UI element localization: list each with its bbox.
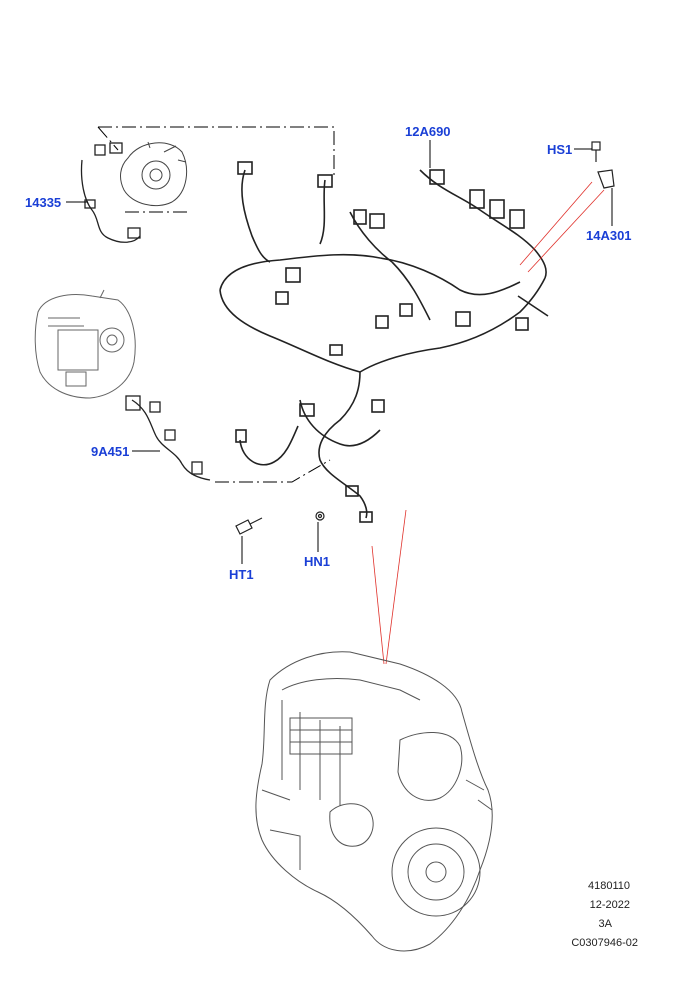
callout-9a451: 9A451: [91, 444, 130, 459]
diagram-revision: 3A: [598, 918, 612, 930]
callout-14a301: 14A301: [586, 228, 632, 243]
diagram-date: 12-2022: [589, 899, 630, 911]
callout-hn1: HN1: [304, 554, 331, 569]
water-pump-icon: [120, 141, 188, 206]
engine-block-icon: [255, 651, 493, 952]
sensor-icon: [235, 511, 325, 535]
alternator-harness-9a451: [125, 395, 211, 481]
diagram-id: 4180110: [587, 880, 630, 892]
callout-12a690: 12A690: [405, 124, 451, 139]
bolt-icon: [591, 141, 615, 189]
callout-hs1: HS1: [547, 142, 573, 157]
red-leader-lines: [371, 181, 605, 665]
callout-14335: 14335: [25, 195, 62, 210]
wiring-harness-icon: [219, 161, 549, 523]
alternator-icon: [34, 289, 136, 399]
diagram-code: C0307946-02: [571, 937, 638, 949]
assembly-bracket-lines: [97, 126, 335, 483]
callout-ht1: HT1: [229, 567, 254, 582]
callout-leader-lines: [66, 140, 613, 564]
sensor-harness-14335: [80, 142, 141, 243]
